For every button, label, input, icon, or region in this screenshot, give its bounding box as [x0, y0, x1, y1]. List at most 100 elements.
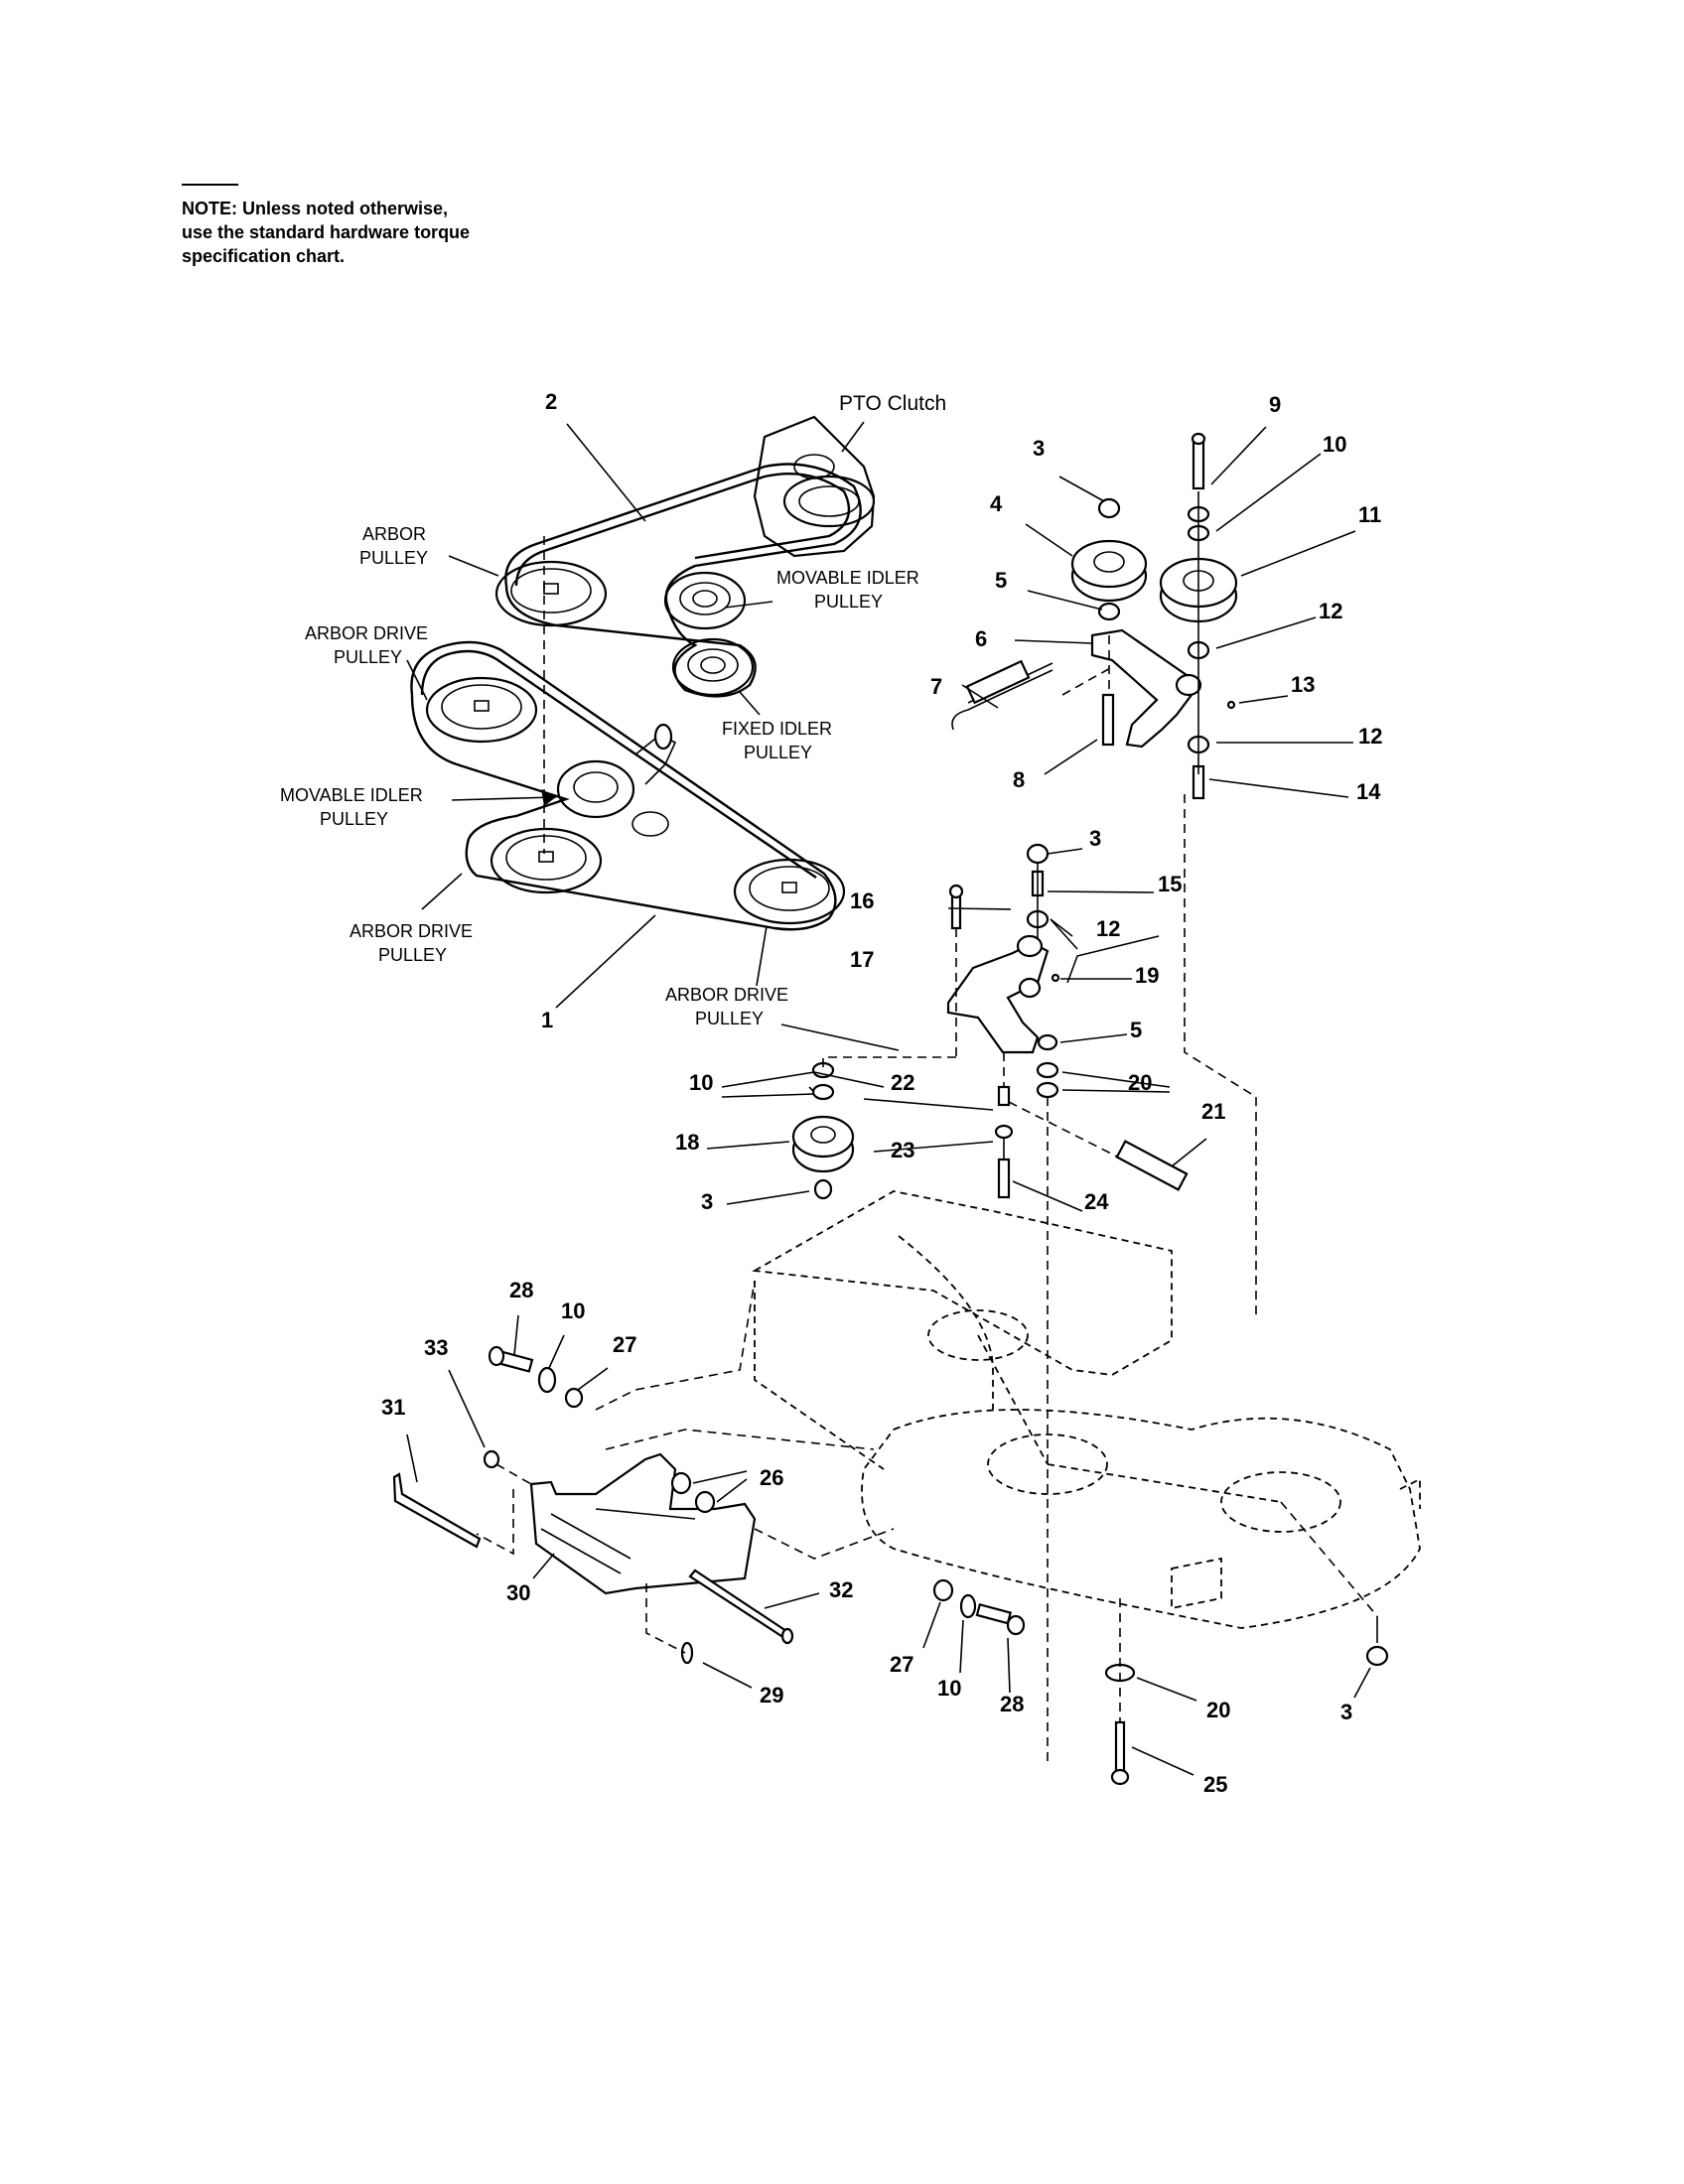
arbor-drive-pulley-right-icon	[733, 858, 846, 925]
washer-23-icon	[994, 1124, 1014, 1140]
middle-idler-assembly	[791, 794, 1257, 1767]
callout-number: 32	[829, 1577, 853, 1602]
callout-number: 12	[1358, 724, 1382, 749]
movable-idler-pulley-icon	[663, 571, 747, 630]
callout-number: 3	[1033, 436, 1045, 461]
callout-number: 28	[509, 1278, 533, 1302]
nut-27b-icon	[932, 1578, 954, 1602]
nut-3c-icon	[813, 1178, 833, 1200]
arbor-drive-pulley-upper-icon	[425, 676, 538, 744]
callout-number: 27	[890, 1652, 913, 1677]
arbor-drive-pulley-label: PULLEY	[334, 647, 402, 667]
pto-clutch-label: PTO Clutch	[839, 392, 946, 415]
arbor-drive-pulley-left-label: PULLEY	[378, 945, 447, 965]
text-labels: PTO Clutch ARBOR PULLEY MOVABLE IDLER PU…	[280, 392, 946, 1028]
arbor-drive-pulley-label: ARBOR DRIVE	[305, 623, 428, 643]
callout-number: 21	[1201, 1099, 1225, 1124]
movable-idler-pulley-label: MOVABLE IDLER	[776, 568, 919, 588]
callout-number: 20	[1206, 1698, 1230, 1722]
mower-deck-outline	[752, 1190, 1421, 1629]
bracket-assembly	[392, 1280, 895, 1665]
nut-3b-icon	[1026, 843, 1050, 865]
callout-number: 10	[937, 1676, 961, 1701]
callout-number: 5	[995, 568, 1007, 593]
idler-pulley-4-icon	[1070, 539, 1148, 603]
callout-number: 2	[545, 389, 557, 414]
spacer-5-icon	[1097, 602, 1121, 621]
callout-number: 14	[1356, 779, 1381, 804]
upper-idler-assembly	[951, 432, 1238, 800]
bolt-8-icon	[1101, 693, 1115, 747]
arbor-pulley-label: ARBOR	[362, 524, 426, 544]
callout-number: 18	[675, 1130, 699, 1155]
bolt-24-icon	[997, 1158, 1011, 1199]
washers-20-icon	[1036, 1061, 1059, 1099]
bolt-16-icon	[948, 884, 964, 930]
arbor-pulley-label: PULLEY	[359, 548, 428, 568]
callout-number: 33	[424, 1335, 448, 1360]
arbor-pulley-icon	[494, 560, 608, 627]
callout-number: 12	[1096, 916, 1120, 941]
callout-number: 15	[1158, 872, 1182, 896]
bracket-30-icon	[529, 1452, 757, 1595]
lower-hardware	[932, 1501, 1389, 1786]
bolt-25-icon	[1110, 1720, 1130, 1786]
rod-31-icon	[392, 1472, 482, 1549]
hex-nut-icon	[1097, 497, 1121, 519]
pin-32-icon	[688, 1569, 794, 1645]
arbor-drive-pulley-right-label: PULLEY	[695, 1009, 764, 1028]
idler-arm-17-icon	[946, 934, 1050, 1054]
movable-idler-pulley-lower-label: PULLEY	[320, 809, 388, 829]
callout-number: 31	[381, 1395, 405, 1420]
setscrew-19-icon	[1051, 973, 1060, 983]
bolt-28b-icon	[975, 1602, 1026, 1636]
movable-idler-pulley-lower-label: MOVABLE IDLER	[280, 785, 423, 805]
callout-number: 11	[1358, 502, 1381, 527]
callout-number: 28	[1000, 1692, 1024, 1716]
fixed-idler-pulley-icon	[671, 637, 755, 697]
callout-number: 7	[930, 674, 942, 699]
callout-number: 19	[1135, 963, 1159, 988]
callout-number: 30	[506, 1580, 530, 1605]
movable-idler-pulley-lower-icon	[556, 723, 677, 837]
bolt-9-icon	[1191, 432, 1206, 490]
callout-number: 6	[975, 626, 987, 651]
callout-numbers: 2 1 3 4 5 6 7 8 9 10 11 12 13 12 14 3 15…	[381, 389, 1382, 1797]
fixed-idler-pulley-label: FIXED IDLER	[722, 719, 832, 739]
callout-number: 8	[1013, 767, 1025, 792]
lower-belt-assembly	[410, 640, 846, 931]
callout-number: 16	[850, 888, 874, 913]
fixed-idler-pulley-label: PULLEY	[744, 743, 812, 762]
callout-number: 10	[689, 1070, 713, 1095]
callout-number: 5	[1130, 1018, 1142, 1042]
callout-number: 10	[1323, 432, 1346, 457]
callout-number: 22	[891, 1070, 914, 1095]
arbor-drive-pulley-left-icon	[490, 827, 603, 894]
callout-number: 27	[613, 1332, 636, 1357]
pto-clutch-icon	[753, 415, 876, 558]
note-rule	[182, 184, 238, 186]
callout-number: 25	[1203, 1772, 1227, 1797]
callout-number: 9	[1269, 392, 1281, 417]
arbor-drive-pulley-left-label: ARBOR DRIVE	[350, 921, 473, 941]
spacer-5b-icon	[1037, 1033, 1058, 1051]
callout-number: 12	[1319, 599, 1342, 623]
callout-number: 26	[760, 1465, 783, 1490]
note-line: specification chart.	[182, 246, 346, 266]
arrow-icon	[541, 789, 556, 806]
callout-number: 13	[1291, 672, 1315, 697]
nut-27-icon	[564, 1387, 584, 1409]
callout-number: 4	[990, 491, 1003, 516]
bolt-28-icon	[488, 1345, 534, 1373]
callout-number: 1	[541, 1008, 553, 1032]
leader-lines	[406, 421, 1371, 1776]
washer-10d-icon	[959, 1593, 977, 1619]
washer-10c-icon	[537, 1366, 557, 1394]
spring-7-icon	[951, 659, 1053, 731]
callout-number: 3	[701, 1189, 713, 1214]
callout-number: 3	[1340, 1700, 1352, 1724]
callout-number: 29	[760, 1683, 783, 1707]
note-line: use the standard hardware torque	[182, 222, 471, 242]
callout-number: 17	[850, 947, 874, 972]
